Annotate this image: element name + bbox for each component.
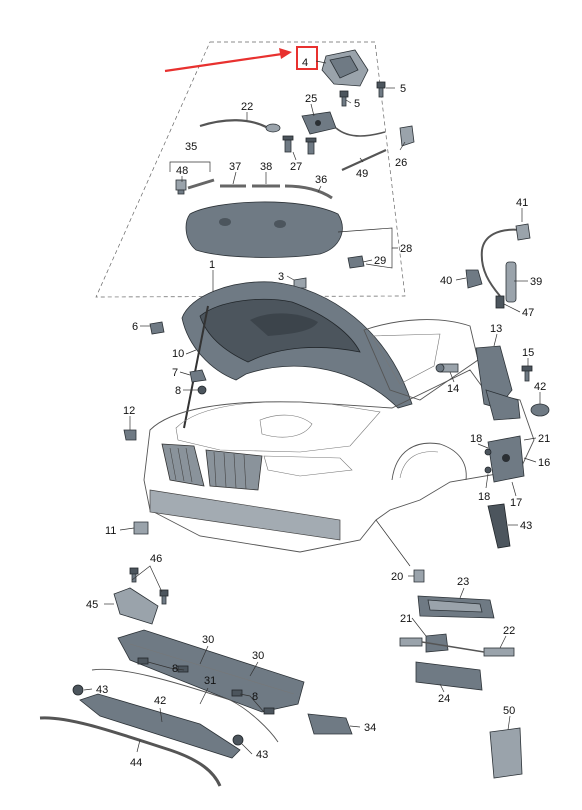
callout-36: 38 bbox=[260, 161, 272, 173]
callout-30: 30 bbox=[252, 650, 264, 662]
callout-11: 11 bbox=[105, 525, 116, 537]
release-cable-part bbox=[199, 119, 269, 129]
clip-part bbox=[189, 369, 207, 383]
callout-23: 23 bbox=[457, 576, 469, 588]
highlight-box bbox=[296, 46, 318, 70]
bolt-part bbox=[376, 81, 386, 98]
callout-8: 8 bbox=[175, 385, 181, 397]
car-body-outline bbox=[143, 281, 535, 553]
callout-27: 27 bbox=[290, 161, 302, 173]
highlight-arrow bbox=[164, 48, 292, 73]
callout-18: 18 bbox=[470, 433, 482, 445]
clip-part bbox=[149, 321, 165, 335]
hood-latch-cable-part bbox=[465, 223, 531, 309]
callout-44: 44 bbox=[130, 757, 142, 769]
callout-30: 30 bbox=[202, 634, 214, 646]
callout-24: 24 bbox=[438, 693, 450, 705]
callout-49: 49 bbox=[356, 168, 368, 180]
leader-lines bbox=[83, 60, 541, 755]
bumper-clip-part bbox=[133, 521, 149, 535]
handle-part bbox=[487, 503, 511, 549]
insulation-mat-part bbox=[185, 201, 343, 258]
callout-50: 50 bbox=[503, 705, 515, 717]
clip-part bbox=[175, 179, 187, 195]
callout-8: 8 bbox=[172, 663, 178, 675]
seal-strip-part bbox=[187, 178, 215, 190]
callout-20: 20 bbox=[391, 571, 403, 583]
callout-35: 37 bbox=[229, 161, 241, 173]
callout-41: 43 bbox=[520, 520, 532, 532]
callout-10: 10 bbox=[172, 348, 184, 360]
latch-bracket-part bbox=[484, 435, 525, 483]
callout-26: 26 bbox=[395, 157, 407, 169]
callout-22: 22 bbox=[241, 101, 253, 113]
callout-12: 12 bbox=[123, 405, 135, 417]
parts-bag bbox=[489, 727, 523, 779]
screw-part bbox=[282, 135, 294, 153]
callout-6: 6 bbox=[132, 321, 138, 333]
callout-1: 1 bbox=[209, 259, 215, 271]
callout-5: 5 bbox=[354, 98, 360, 110]
clip-part bbox=[123, 429, 137, 441]
cowl-panel-part bbox=[39, 567, 353, 787]
callout-34: 36 bbox=[315, 174, 327, 186]
callout-33: 35 bbox=[185, 141, 197, 153]
callout-22: 22 bbox=[503, 625, 515, 637]
callout-21: 21 bbox=[400, 613, 412, 625]
callout-21: 21 bbox=[538, 433, 550, 445]
bolt-part bbox=[521, 365, 533, 382]
callout-29: 29 bbox=[374, 255, 386, 267]
pin-part bbox=[435, 363, 459, 373]
callout-5: 5 bbox=[400, 83, 406, 95]
clip-part bbox=[197, 385, 207, 395]
callout-8: 8 bbox=[252, 691, 258, 703]
callout-45: 45 bbox=[86, 599, 98, 611]
callout-43: 43 bbox=[96, 684, 108, 696]
grommet-part bbox=[530, 403, 550, 417]
callout-25: 25 bbox=[305, 93, 317, 105]
callout-7: 7 bbox=[172, 367, 178, 379]
callout-17: 17 bbox=[510, 497, 522, 509]
callout-48: 48 bbox=[176, 165, 188, 177]
callout-labels: 4 5 5 22 25 26 27 49 35 48 37 38 36 28 2… bbox=[86, 57, 550, 769]
callout-14: 14 bbox=[447, 383, 459, 395]
clip-part bbox=[413, 569, 425, 583]
callout-43: 43 bbox=[256, 749, 268, 761]
callout-31: 31 bbox=[204, 675, 216, 687]
callout-39: 41 bbox=[516, 197, 528, 209]
callout-38: 40 bbox=[440, 275, 452, 287]
screw-part bbox=[305, 137, 317, 155]
callout-37: 39 bbox=[530, 276, 542, 288]
callout-4: 4 bbox=[302, 57, 308, 69]
hood-group-dashed-outline bbox=[95, 41, 406, 298]
callout-42: 42 bbox=[154, 695, 166, 707]
release-handle-assembly bbox=[399, 595, 515, 691]
callout-13: 13 bbox=[490, 323, 502, 335]
callout-28: 28 bbox=[400, 243, 412, 255]
callout-18: 18 bbox=[478, 491, 490, 503]
lock-bracket-part bbox=[301, 111, 337, 135]
callout-15: 15 bbox=[522, 347, 534, 359]
callout-46: 46 bbox=[150, 553, 162, 565]
callout-47: 47 bbox=[522, 307, 534, 319]
bolt-part bbox=[339, 90, 349, 107]
callout-16: 16 bbox=[538, 457, 550, 469]
callout-32: 34 bbox=[364, 722, 376, 734]
hood-lock-part bbox=[321, 49, 369, 87]
seal-strip-part bbox=[284, 184, 333, 200]
callout-3: 3 bbox=[278, 271, 284, 283]
clip-part bbox=[399, 125, 415, 147]
callout-40: 42 bbox=[534, 381, 546, 393]
support-rod-part bbox=[341, 148, 387, 172]
